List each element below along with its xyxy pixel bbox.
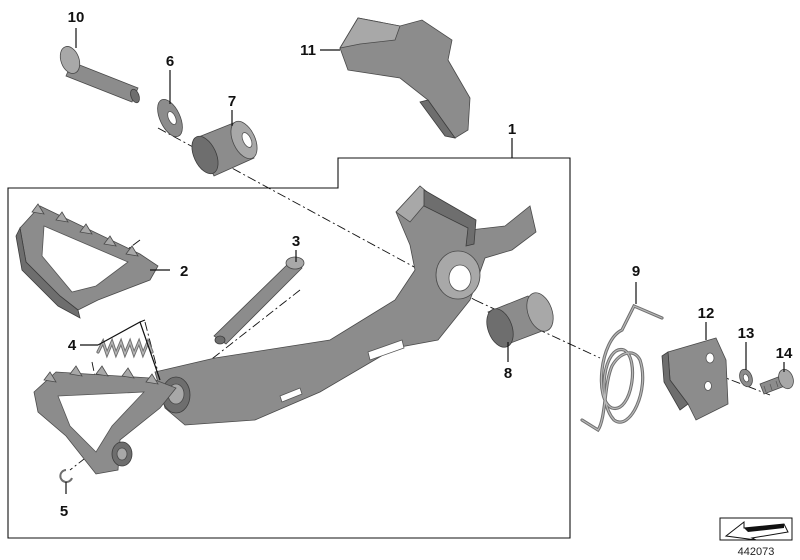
part-torsion-spring-9	[580, 303, 664, 433]
callout-12: 12	[698, 305, 715, 322]
part-brake-pedal-1	[154, 185, 537, 426]
callout-5: 5	[60, 503, 68, 520]
part-washer-13	[739, 368, 753, 388]
callout-13: 13	[738, 325, 755, 342]
part-spring-4	[96, 337, 154, 359]
callout-2: 2	[180, 263, 188, 280]
assembly-frame	[7, 157, 571, 539]
callout-11: 11	[300, 42, 316, 59]
part-cover-11	[339, 17, 471, 139]
part-footrest-plate-2	[15, 203, 159, 319]
part-bushing-8	[486, 292, 554, 348]
callout-6: 6	[166, 53, 174, 70]
part-pin-3	[213, 256, 305, 345]
footrest-teeth-lower	[43, 365, 159, 385]
part-washer-6	[157, 98, 183, 138]
part-bracket-12	[661, 337, 729, 421]
part-circlip-5	[59, 469, 73, 483]
part-pin-10	[59, 46, 140, 104]
reference-box: 442073	[719, 517, 793, 558]
callout-8: 8	[504, 365, 512, 382]
reference-number: 442073	[738, 546, 775, 558]
callout-labels: 1 2 3 4 5 6 7 8 9 10 11 12 13 14	[60, 9, 793, 520]
part-footrest-plate-lower	[33, 365, 177, 475]
callout-1: 1	[508, 121, 516, 138]
callout-4: 4	[68, 337, 77, 354]
callout-7: 7	[228, 93, 236, 110]
callout-10: 10	[68, 9, 85, 26]
part-bushing-7	[191, 120, 258, 177]
leader-lines	[65, 28, 785, 494]
callout-9: 9	[632, 263, 640, 280]
part-bolt-14	[759, 368, 794, 395]
footrest-teeth	[31, 203, 139, 257]
callout-14: 14	[776, 345, 793, 362]
callout-3: 3	[292, 233, 300, 250]
